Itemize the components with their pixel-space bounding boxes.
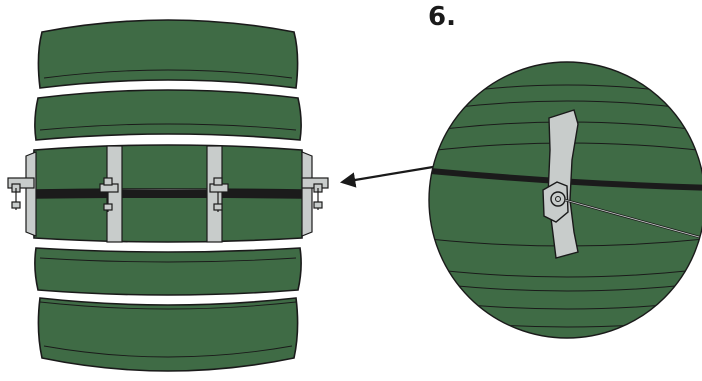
tank-body (32, 19, 304, 372)
bolt-far-left (7, 177, 35, 210)
clamp-plate-right (206, 145, 223, 243)
tank-bottom-segment (37, 297, 299, 372)
tank-lower-segment (34, 247, 302, 296)
zoom-detail (428, 61, 702, 339)
bolt-far-right (301, 177, 329, 210)
sealing-strap (26, 190, 312, 198)
clamp-plate-left (106, 145, 123, 243)
bolt-center-right (209, 177, 229, 212)
tank-middle-lower-segment (32, 196, 304, 243)
tank-middle-upper-segment (32, 144, 304, 191)
tank-contour-lines (39, 69, 297, 358)
tank-top-segment (37, 19, 299, 89)
zoom-detail-border (428, 61, 702, 339)
side-bracket-right (301, 151, 313, 237)
clamp-plates (25, 145, 313, 243)
bolt-center-left (99, 177, 119, 212)
pointer-arrow (339, 165, 434, 188)
clamp-bolts (7, 177, 329, 212)
zoom-bolt (542, 181, 569, 223)
tank-upper-segment (34, 89, 302, 141)
step-number: 6. (428, 2, 456, 32)
side-bracket-left (25, 151, 37, 237)
